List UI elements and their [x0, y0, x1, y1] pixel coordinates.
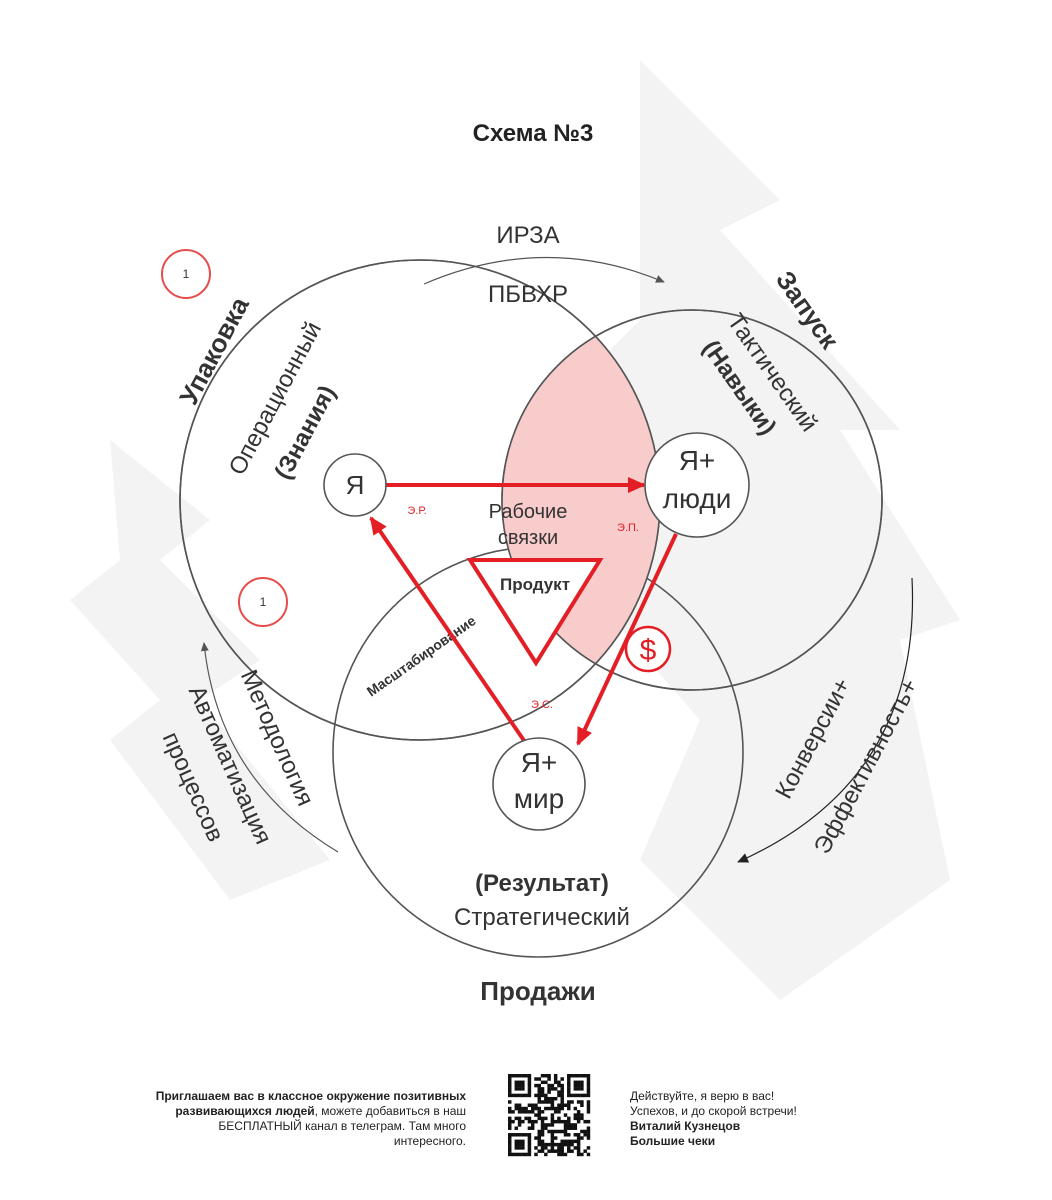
sales-note: (Результат) — [475, 870, 609, 897]
badge-middle: 1 — [238, 577, 288, 627]
svg-text:1: 1 — [260, 595, 267, 609]
footer-signature: Действуйте, я верю в вас! Успехов, и до … — [630, 1089, 890, 1149]
footer-invite: Приглашаем вас в классное окружение пози… — [150, 1089, 466, 1149]
svg-text:$: $ — [640, 634, 657, 667]
arrow-world-to-me — [369, 516, 527, 744]
node-me-world — [492, 737, 586, 831]
svg-text:1: 1 — [183, 267, 190, 281]
arrow-people-to-world — [576, 533, 678, 746]
sales-type: Стратегический — [454, 904, 630, 931]
right-arrow — [737, 577, 914, 863]
irza-label: ИРЗА — [496, 222, 559, 249]
page-title: Схема №3 — [473, 120, 594, 147]
scaling-label: Масштабирование — [364, 612, 479, 699]
label-ep: Э.П. — [617, 522, 639, 534]
node-me-world-line1: Я+ — [521, 747, 558, 778]
footer-invite-bold: Приглашаем вас в классное окружение пози… — [155, 1089, 466, 1118]
dollar-icon: $ — [624, 625, 672, 673]
working-links-highlight — [502, 310, 660, 690]
left-arrow — [200, 642, 339, 853]
footer-invite-rest: , можете добавиться в наш БЕСПЛАТНЫЙ кан… — [218, 1104, 466, 1148]
label-er: Э.Р. — [407, 505, 426, 517]
packaging-title: Упаковка — [173, 291, 255, 409]
watermark — [70, 60, 960, 1000]
node-me-label: Я — [346, 470, 365, 500]
pbvhr-label: ПБВХР — [488, 281, 568, 308]
top-arrow — [423, 256, 665, 285]
node-me — [323, 453, 387, 517]
footer-brand: Большие чеки — [630, 1134, 716, 1148]
badge-top: 1 — [161, 249, 211, 299]
working-links-line2: связки — [498, 527, 558, 549]
footer-line2: Успехов, и до скорой встречи! — [630, 1104, 797, 1118]
working-links-line1: Рабочие — [489, 501, 568, 523]
footer-author: Виталий Кузнецов — [630, 1119, 741, 1133]
node-me-world-line2: мир — [514, 783, 564, 814]
product-label: Продукт — [500, 575, 570, 594]
node-me-people-line1: Я+ — [679, 445, 716, 476]
node-me-people-line2: люди — [663, 483, 732, 514]
node-me-people — [644, 432, 750, 538]
label-es: Э.С. — [531, 699, 553, 711]
qr-code — [508, 1074, 591, 1157]
product-triangle — [466, 558, 604, 667]
footer-line1: Действуйте, я верю в вас! — [630, 1089, 775, 1103]
sales-title: Продажи — [480, 976, 596, 1006]
